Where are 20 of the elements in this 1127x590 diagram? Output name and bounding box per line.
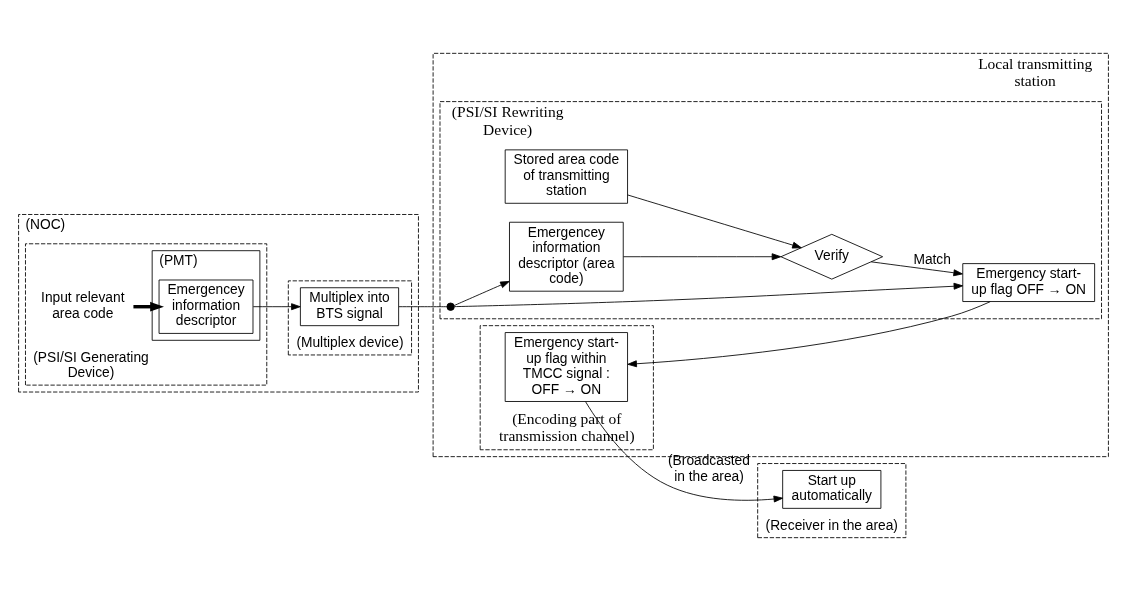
arrow	[870, 260, 963, 276]
node-box: Emergencey information descriptor (area code)	[509, 221, 624, 292]
node-box: Emergency start-up flag OFF → ON	[962, 262, 1096, 302]
node-box: Start up automatically	[782, 469, 882, 509]
node-text: Input relevant area code	[41, 289, 125, 321]
node-box: Emergency start-up flag within TMCC signal : OFF → ON	[504, 331, 628, 402]
node-diamond: Verify	[780, 233, 884, 280]
node-box: Emergencey information descriptor	[158, 279, 254, 334]
connector	[398, 305, 448, 307]
arrow	[453, 280, 510, 306]
arrow	[454, 282, 964, 307]
arrow	[623, 252, 782, 260]
arrow	[133, 301, 164, 312]
arrow	[252, 302, 301, 310]
node-circle	[446, 302, 455, 311]
edge-label: Match	[913, 251, 951, 267]
arrow	[627, 194, 802, 248]
arrow	[585, 400, 784, 502]
node-box: Stored area code of transmitting station	[504, 148, 628, 204]
node-box: Multiplex into BTS signal	[299, 286, 400, 326]
